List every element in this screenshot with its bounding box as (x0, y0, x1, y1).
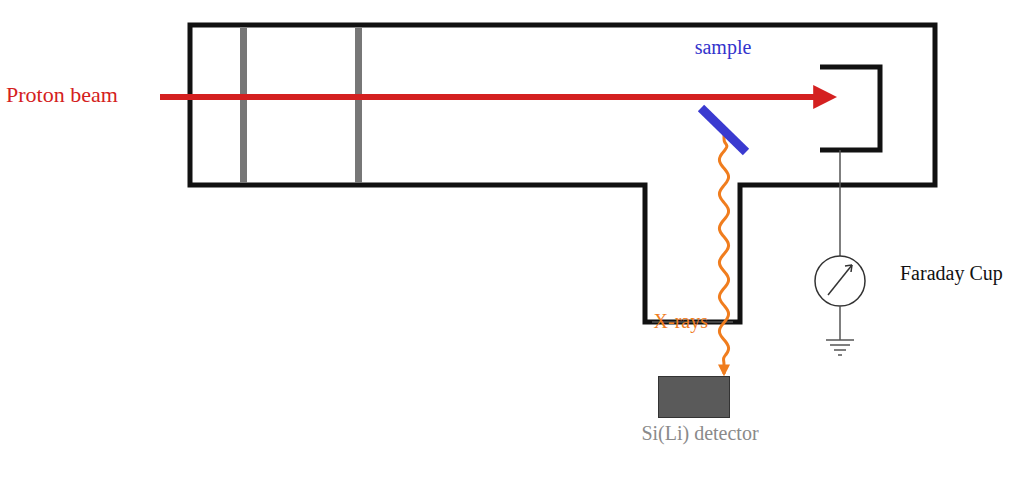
vacuum-chamber (190, 25, 935, 322)
meter-needle (828, 265, 852, 295)
wire (839, 306, 841, 340)
sample-holder: sample (684, 36, 762, 134)
detector: Si(Li) detector (626, 376, 774, 445)
meter-needle-head (845, 265, 852, 272)
ground-symbol (826, 340, 854, 355)
instrument-label: Faraday Cup (900, 262, 1003, 285)
beam-label: Proton beam (6, 82, 118, 108)
edge-label: X-rays (654, 310, 708, 333)
proton-beam (160, 94, 818, 100)
detector-body (658, 376, 730, 418)
x-ray-path (719, 134, 728, 374)
collimator (355, 28, 362, 183)
sample-label: sample (684, 36, 762, 59)
collimator (240, 28, 247, 183)
wire (839, 150, 841, 256)
detector-label: Si(Li) detector (626, 422, 774, 445)
sample-plate (701, 108, 746, 152)
ammeter (815, 256, 865, 306)
faraday-cup (820, 67, 880, 150)
